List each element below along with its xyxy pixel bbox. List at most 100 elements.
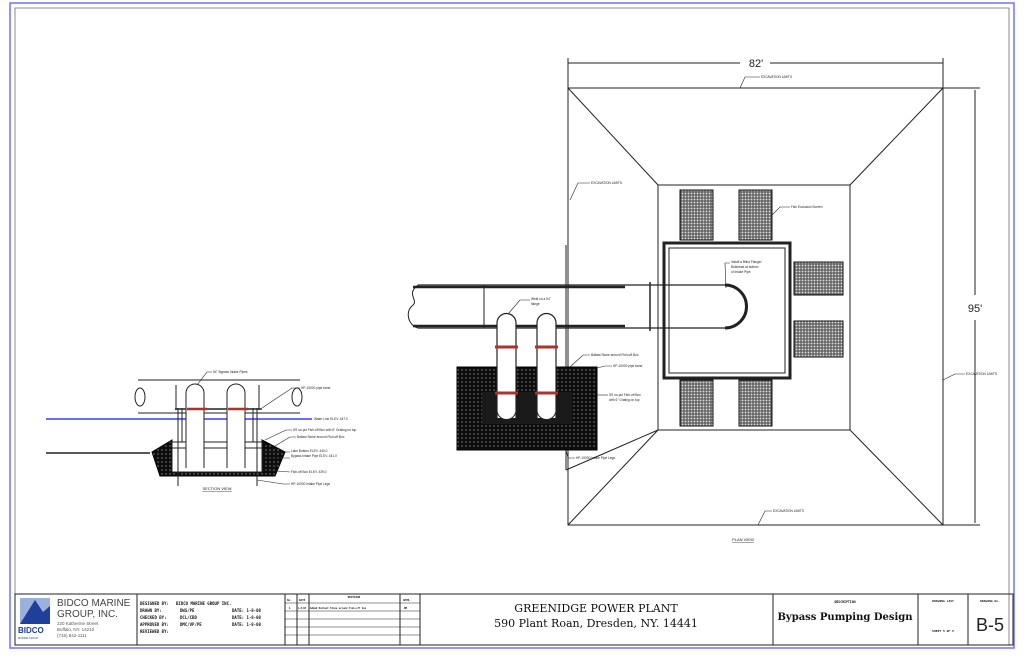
section-leaders	[196, 371, 300, 485]
slope-line	[567, 429, 659, 526]
fish-box-label: SS no-pul Fish-off Box with 6" Grating o…	[293, 428, 356, 432]
rev-header-approved: APPR.	[403, 598, 411, 602]
revision-grid	[285, 602, 420, 636]
fish-screen	[793, 261, 844, 296]
page-border	[9, 2, 1015, 649]
fish-box-label: SS no-pul Fish-off Box	[609, 393, 641, 397]
weld-flange-label: Weld on a 54"	[531, 297, 551, 301]
bypass-pipes-label: 54" Bypass Intake Pipes	[213, 370, 248, 374]
leaders	[507, 76, 965, 526]
company-phone: (716) 842-1111	[57, 633, 87, 638]
bypass-pipe	[496, 312, 517, 418]
fish-box-elev-label: Fish-off Box ELEV. 439.0	[291, 470, 327, 474]
company-name-line1: BIDCO MARINE	[57, 598, 131, 609]
credit-label: DRAWN BY:	[140, 608, 162, 613]
credits: DESIGNED BY: BIDCO MARINE GROUP INC. DRA…	[140, 601, 261, 634]
leader	[261, 387, 300, 409]
pipe-legs-label: HP-10000 Intake Pipe Legs	[291, 482, 330, 486]
fish-box-label: with 6" Grating on top	[609, 398, 640, 402]
pipe-bend	[724, 283, 748, 330]
section-view-title: SECTION VIEW	[202, 486, 231, 491]
intake-elev-label: Bypass Intake Pipe ELEV. 441.0	[291, 454, 337, 458]
excavation-limits-label: EXCAVATION LIMITS	[966, 372, 997, 376]
leader	[565, 449, 575, 459]
lake-bottom-label: Lake Bottom ELEV. 440.0	[291, 449, 328, 453]
credit-date: DATE: 1-8-08	[232, 615, 261, 620]
section-view	[46, 371, 312, 486]
credit-label: DESIGNED BY:	[140, 601, 169, 606]
fish-screen-label: Fish Exclusion Screen	[791, 205, 823, 209]
cofferdam-inner	[668, 247, 786, 374]
description-label: DESCRIPTION	[834, 600, 855, 604]
rev-description: Added Ballast Stone around fish-off box	[310, 607, 367, 610]
plan-view-title: PLAN VIEW	[732, 537, 754, 542]
height-dimension: 95'	[968, 303, 982, 315]
fish-screens	[679, 189, 844, 427]
leader	[507, 299, 530, 315]
fish-screen	[679, 189, 714, 241]
leader	[596, 365, 612, 369]
leader	[261, 469, 291, 473]
flange-label: Bulkhead at bottom	[731, 265, 759, 269]
rev-header-date: DATE	[299, 598, 306, 602]
rev-header-description: REVISION	[348, 595, 361, 599]
credit-label: REVIEWED BY:	[140, 629, 169, 634]
pipe-bottom	[496, 409, 517, 420]
water-line-label: Water Line ELEV. 447.0	[314, 417, 348, 421]
excavation-limits-outer	[567, 87, 944, 526]
leader	[757, 510, 772, 526]
pipe-band-label: HP-10000 pipe band	[613, 364, 642, 368]
revision-table: No. DATE REVISION APPR. 1 1-8-08 Added B…	[287, 595, 411, 610]
pipe-break	[407, 284, 419, 329]
credit-date: DATE: 1-8-08	[232, 608, 261, 613]
ballast-label: Ballast Stone around Fish-off Box	[591, 353, 639, 357]
excavation-limits-label: EXCAVATION LIMITS	[773, 509, 804, 513]
company-name-line2: GROUP, INC.	[57, 609, 118, 620]
section-bypass-pipe	[185, 383, 205, 468]
logo-text: BIDCO	[18, 626, 44, 635]
pipe-bottom	[536, 409, 557, 420]
credit-label: APPROVED BY:	[140, 622, 169, 627]
flanges	[495, 345, 558, 395]
pipe-end	[134, 387, 146, 407]
credit-date: DATE: 1-8-08	[232, 622, 261, 627]
slope-line	[567, 87, 659, 186]
section-bypass-pipe	[226, 383, 246, 468]
rev-date: 1-8-08	[298, 607, 307, 610]
rev-approved: DM	[404, 606, 408, 610]
sheet-number: SHEET 5 OF 5	[932, 629, 954, 633]
leader	[569, 354, 590, 368]
project-address: 590 Plant Roan, Dresden, NY. 14441	[494, 617, 698, 630]
company-address1: 220 Katherine Street	[57, 621, 99, 626]
leader	[274, 436, 296, 447]
leader	[196, 371, 212, 386]
credit-value: DCL/CBD	[180, 615, 197, 620]
fish-screen	[679, 379, 714, 427]
plan-view	[407, 58, 980, 526]
leader	[771, 206, 790, 216]
title-block-frame	[14, 593, 1014, 646]
pipe-end	[291, 387, 303, 407]
rev-no: 1	[289, 606, 291, 610]
fish-screen	[738, 379, 773, 427]
leader	[264, 429, 292, 441]
fish-screen	[738, 189, 773, 241]
logo-sail	[20, 600, 50, 624]
credit-value: DMC/VP/PE	[180, 622, 202, 627]
company-address2: Buffalo, NY. 14210	[57, 627, 95, 632]
credit-value: DWS/PE	[180, 608, 195, 613]
ballast-label: Ballast Stone around Fish-off Box	[297, 435, 345, 439]
description-value: Bypass Pumping Design	[777, 612, 913, 623]
leader	[739, 76, 760, 89]
credit-value: BIDCO MARINE GROUP INC.	[176, 601, 231, 606]
excavation-limits-label: EXCAVATION LIMITS	[591, 181, 622, 185]
title-block	[14, 593, 1014, 646]
drawing-no-label: DRAWING No.	[980, 599, 1000, 603]
excavation-limits-label: EXCAVATION LIMITS	[761, 75, 792, 79]
pipe-legs-label: HP-10000 Intake Pipe Legs	[576, 456, 615, 460]
leader	[256, 479, 290, 485]
logo-subtext: MARINE GROUP	[18, 636, 39, 640]
bypass-pipe	[536, 312, 557, 418]
bidco-logo: BIDCO MARINE GROUP	[18, 598, 50, 640]
